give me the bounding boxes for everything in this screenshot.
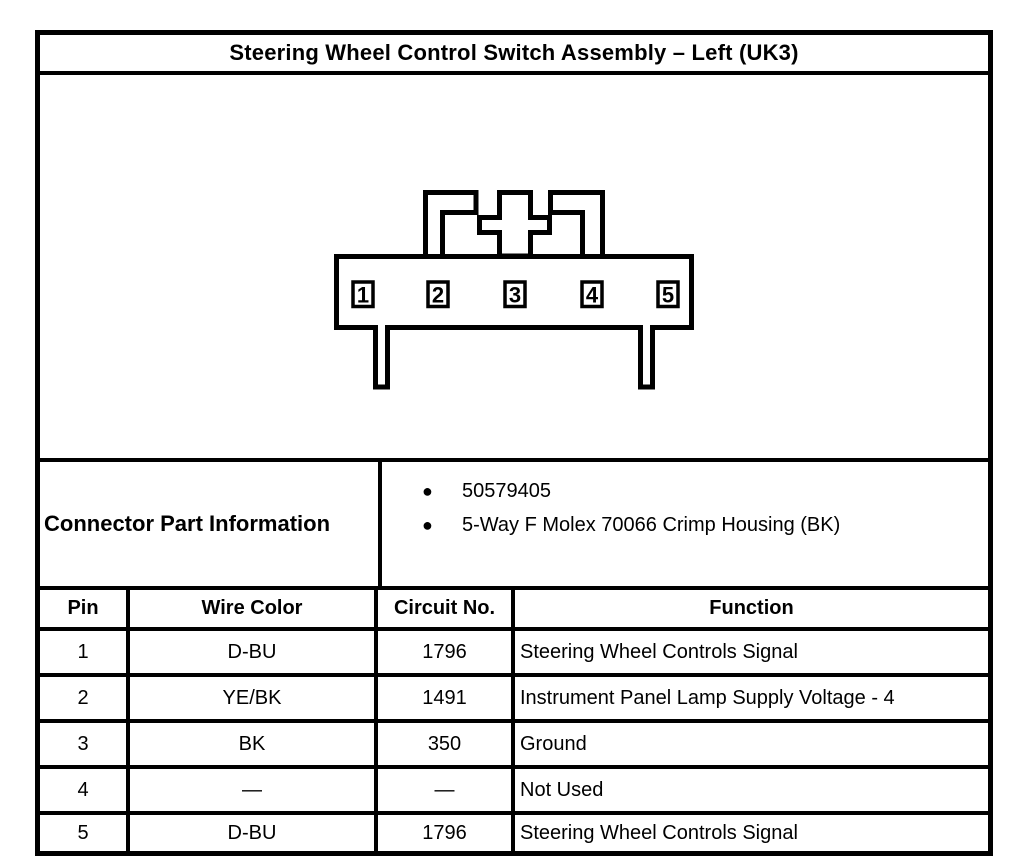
cell-pin: 2 [40, 677, 130, 719]
cell-wire-color: D-BU [130, 631, 378, 673]
cell-circuit-no: 350 [378, 723, 515, 765]
cell-wire-color: BK [130, 723, 378, 765]
keying-tab-left [423, 190, 479, 258]
pin-1-box [351, 280, 375, 309]
cell-function: Not Used [520, 778, 604, 801]
cell-function: Steering Wheel Controls Signal [520, 821, 798, 844]
cell-pin: 5 [40, 815, 130, 851]
column-header-pin: Pin [40, 590, 130, 627]
pin-5-label: 5 [662, 283, 674, 308]
pin-5-box [656, 280, 680, 309]
part-number: 50579405 [462, 479, 551, 502]
pin-4-label: 4 [586, 283, 599, 308]
column-header-wire-color: Wire Color [130, 590, 378, 627]
connector-figure: Steering Wheel Control Switch Assembly –… [35, 30, 993, 856]
table-row: 1 D-BU 1796 Steering Wheel Controls Sign… [40, 631, 988, 677]
mounting-leg-left [373, 330, 390, 390]
cell-pin: 4 [40, 769, 130, 811]
pin-4-box [580, 280, 604, 309]
part-info-heading: Connector Part Information [40, 462, 382, 586]
figure-title: Steering Wheel Control Switch Assembly –… [40, 35, 988, 75]
bullet-icon: ● [422, 480, 433, 501]
pin-3-box [503, 280, 527, 309]
part-description: 5-Way F Molex 70066 Crimp Housing (BK) [462, 513, 841, 536]
cell-circuit-no: 1491 [378, 677, 515, 719]
leg-left-opening [378, 324, 385, 332]
cell-circuit-no: 1796 [378, 815, 515, 851]
cell-circuit-no: — [378, 769, 515, 811]
leg-right-opening [643, 324, 650, 332]
part-info-item: ● 5-Way F Molex 70066 Crimp Housing (BK) [382, 508, 988, 542]
connector-part-info-section: Connector Part Information ● 50579405 ● … [40, 462, 988, 590]
part-info-list: ● 50579405 ● 5-Way F Molex 70066 Crimp H… [382, 462, 988, 586]
column-header-function: Function [709, 597, 794, 619]
pin-2-box [426, 280, 450, 309]
cell-wire-color: — [130, 769, 378, 811]
connector-diagram: 1 2 3 4 5 [334, 190, 694, 390]
cell-function: Instrument Panel Lamp Supply Voltage - 4 [520, 686, 895, 709]
table-row: 5 D-BU 1796 Steering Wheel Controls Sign… [40, 815, 988, 851]
bullet-icon: ● [422, 514, 433, 535]
cell-function: Ground [520, 732, 587, 755]
cell-wire-color: YE/BK [130, 677, 378, 719]
cell-circuit-no: 1796 [378, 631, 515, 673]
cell-wire-color: D-BU [130, 815, 378, 851]
column-header-circuit-no: Circuit No. [378, 590, 515, 627]
pin-1-label: 1 [357, 283, 369, 308]
mounting-leg-right [638, 330, 655, 390]
keying-cross [477, 190, 552, 259]
table-row: 3 BK 350 Ground [40, 723, 988, 769]
connector-diagram-area: 1 2 3 4 5 [40, 75, 988, 462]
keying-tab-right [548, 190, 605, 258]
pin-3-label: 3 [509, 283, 521, 308]
table-row: 2 YE/BK 1491 Instrument Panel Lamp Suppl… [40, 677, 988, 723]
connector-body [334, 254, 694, 330]
table-row: 4 — — Not Used [40, 769, 988, 815]
cell-function: Steering Wheel Controls Signal [520, 640, 798, 663]
cell-pin: 1 [40, 631, 130, 673]
pin-2-label: 2 [432, 283, 444, 308]
part-info-item: ● 50579405 [382, 474, 988, 508]
table-header-row: Pin Wire Color Circuit No. Function [40, 590, 988, 631]
cell-pin: 3 [40, 723, 130, 765]
